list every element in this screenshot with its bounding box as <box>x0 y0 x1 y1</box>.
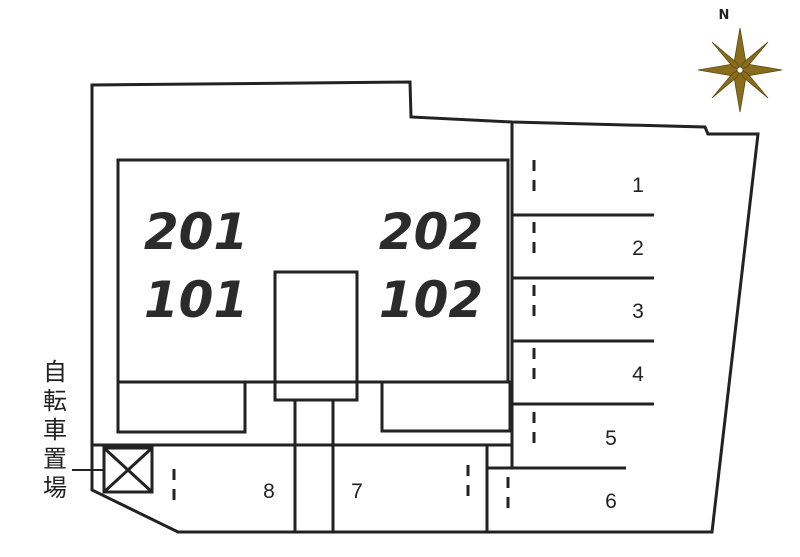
parking-number-2: 2 <box>632 237 644 260</box>
parking-number-3: 3 <box>632 300 644 323</box>
balcony-left <box>116 380 247 434</box>
unit-101: 101 <box>144 271 248 329</box>
site-boundary <box>90 80 760 534</box>
parking-number-5: 5 <box>605 427 617 450</box>
bicycle-label-char: 車 <box>43 416 67 444</box>
parking-number-7: 7 <box>351 480 363 503</box>
bicycle-label-char: 置 <box>43 445 67 473</box>
bicycle-label-char: 自 <box>43 358 67 386</box>
bicycle-box-cross-b <box>102 446 154 494</box>
parking-number-8: 8 <box>263 480 275 503</box>
building-outline <box>116 158 510 384</box>
balcony-right <box>380 380 512 433</box>
compass-rose-icon: N <box>697 8 783 113</box>
unit-201: 201 <box>144 203 248 261</box>
parking-number-1: 1 <box>632 174 644 197</box>
parking-band-south <box>92 443 514 468</box>
stair-core <box>273 270 359 402</box>
bicycle-parking-label: 自 転 車 置 場 <box>40 358 70 503</box>
bicycle-label-char: 場 <box>43 474 67 502</box>
parking-number-6: 6 <box>605 490 617 513</box>
unit-102: 102 <box>379 271 483 329</box>
parking-number-4: 4 <box>632 363 644 386</box>
bicycle-label-char: 転 <box>43 387 67 415</box>
compass-north-label: N <box>719 8 730 23</box>
unit-202: 202 <box>379 203 483 261</box>
